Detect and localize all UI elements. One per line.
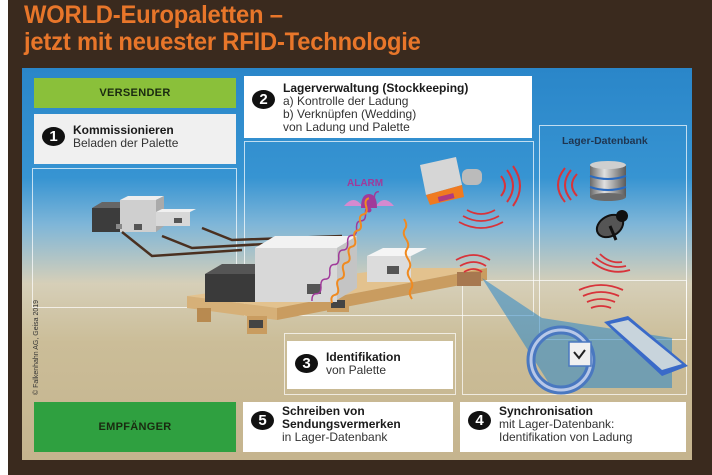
step-2-line-b: b) Verknüpfen (Wedding) [283,107,417,121]
scanner-signal-icon [500,165,521,207]
step-2-number: 2 [252,90,275,109]
step-4-heading: Synchronisation [499,404,594,418]
step-4-line-2: Identifikation von Ladung [499,430,633,444]
receiver-label: EMPFÄNGER [34,402,236,452]
satellite-dish-icon [595,210,628,241]
step-5-heading-2: Sendungsvermerken [282,417,401,431]
euro-pallet-icon [187,236,487,334]
satellite-signal-icon [591,253,631,273]
step-2-heading: Lagerverwaltung (Stockkeeping) [283,81,469,95]
diagram-panel: VERSENDER 1 Kommissionieren Beladen der … [22,68,692,460]
database-signal-icon [557,167,578,203]
step-3-box: 3 Identifikation von Palette [287,341,453,389]
database-label: Lager-Datenbank [562,135,648,147]
tablet-icon [604,316,688,376]
copyright-text: © Falkenhahn AG, Geisa 2019 [33,299,40,395]
left-edge-strip [0,0,8,475]
step-1-line: Beladen der Palette [73,136,179,150]
sender-label: VERSENDER [34,78,236,108]
frame-sender-area [32,168,237,308]
wristband-reader-icon [526,325,596,395]
step-3-number: 3 [295,354,318,373]
rfid-scanner-icon [420,157,482,205]
step-5-box: 5 Schreiben von Sendungsvermerken in Lag… [243,402,453,452]
database-icon [589,161,627,201]
scanner-down-signal-icon [458,209,504,229]
tablet-signal-icon [578,284,624,309]
sender-label-text: VERSENDER [99,87,171,99]
frame-identification-area [284,333,456,395]
alarm-label: ALARM [347,178,384,189]
step-3-line: von Palette [326,363,387,377]
frame-stockkeeping-area [244,141,534,316]
step-2-line-c: von Ladung und Palette [283,120,410,134]
step-4-box: 4 Synchronisation mit Lager-Datenbank: I… [460,402,686,452]
step-5-heading: Schreiben von [282,404,365,418]
step-5-number: 5 [251,411,274,430]
step-4-line-1: mit Lager-Datenbank: [499,417,615,431]
title-line-1: WORLD-Europaletten – [24,1,283,29]
warehouse-boxes-icon [92,196,196,232]
step-2-box: 2 Lagerverwaltung (Stockkeeping) a) Kont… [244,76,532,138]
receiver-label-text: EMPFÄNGER [98,421,172,433]
step-1-heading: Kommissionieren [73,123,174,137]
frame-sync-area [462,280,687,395]
page-title: WORLD-Europaletten – jetzt mit neuester … [24,2,421,56]
step-4-number: 4 [468,411,491,430]
step-3-heading: Identifikation [326,350,401,364]
rf-waves [311,190,414,304]
pallet-signal-icon [455,254,491,273]
step-1-box: 1 Kommissionieren Beladen der Palette [34,114,236,164]
step-1-number: 1 [42,127,65,146]
title-line-2: jetzt mit neuester RFID-Technologie [24,28,421,56]
step-2-line-a: a) Kontrolle der Ladung [283,94,409,108]
step-5-line: in Lager-Datenbank [282,430,388,444]
